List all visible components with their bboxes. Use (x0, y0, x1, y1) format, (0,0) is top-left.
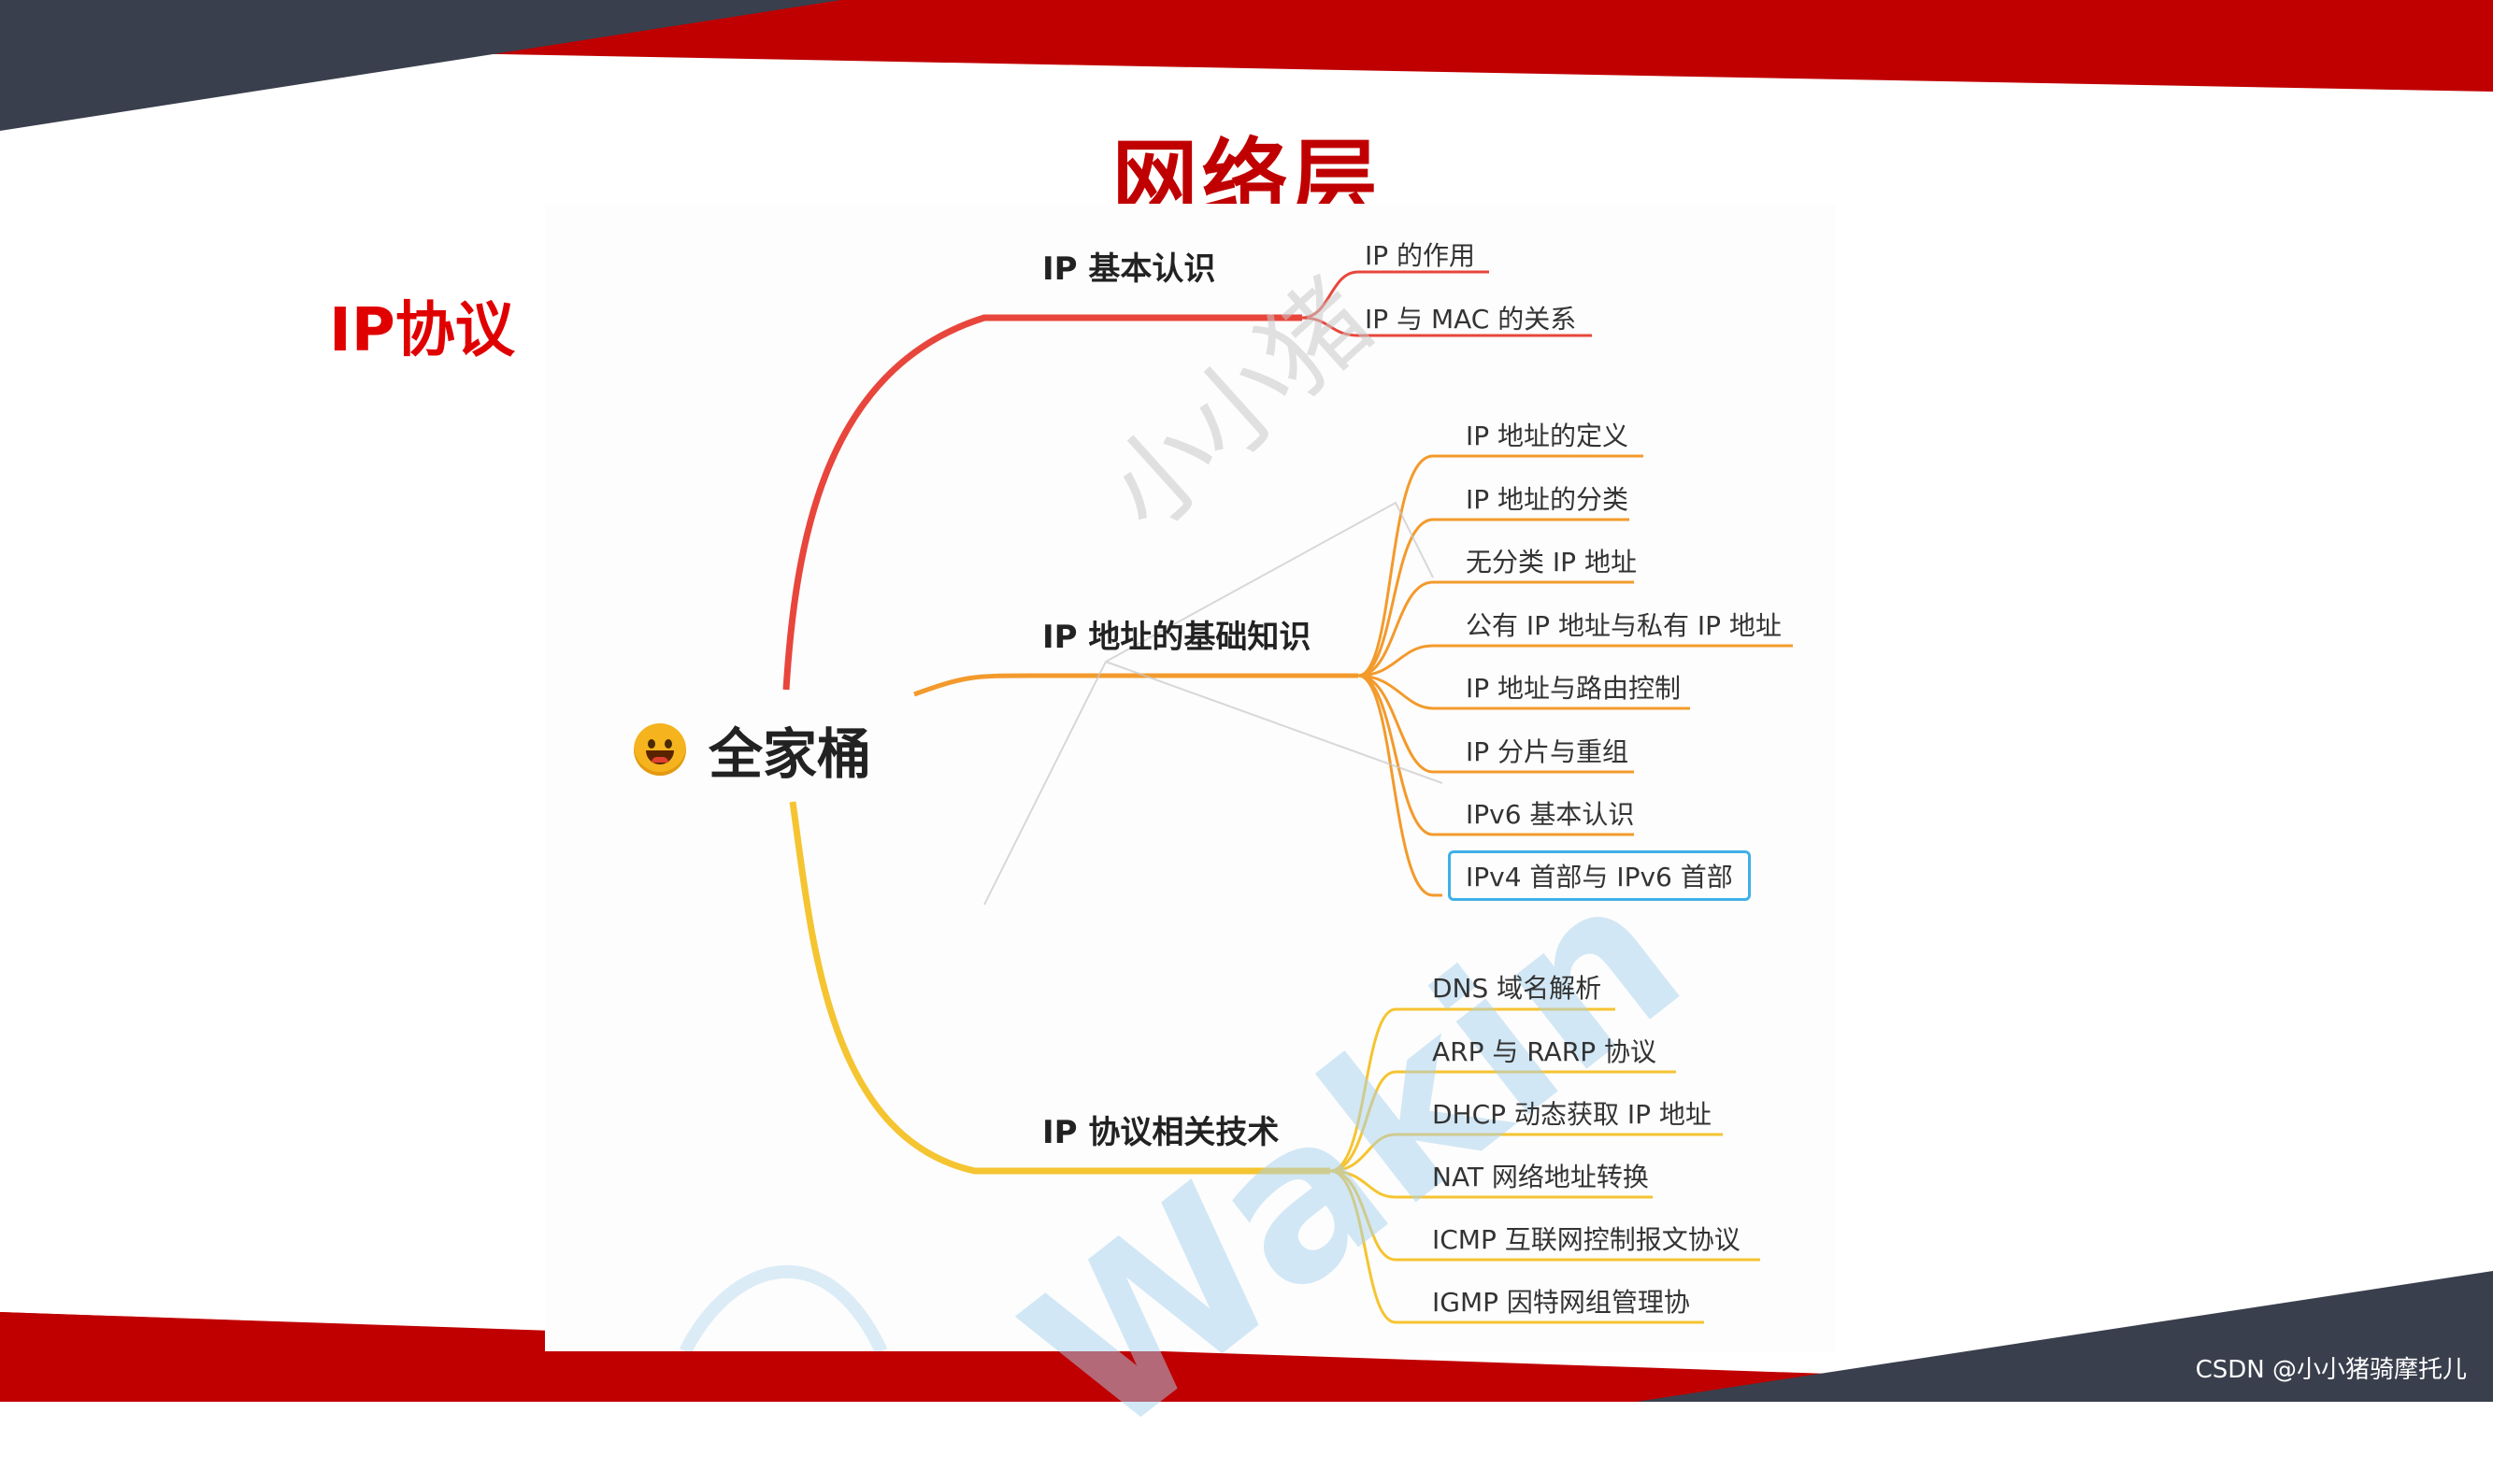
leaf-ip-mac-relation[interactable]: IP 与 MAC 的关系 (1365, 304, 1577, 335)
watermark-swoosh (679, 1264, 888, 1351)
branch3-leaf-connectors (1329, 1007, 1760, 1324)
leaf-arp-rarp[interactable]: ARP 与 RARP 协议 (1432, 1036, 1657, 1067)
leaf-ip-routing[interactable]: IP 地址与路由控制 (1466, 673, 1682, 704)
branch-ip-related-tech[interactable]: IP 协议相关技术 (1042, 1114, 1280, 1151)
leaf-ip-role[interactable]: IP 的作用 (1365, 240, 1476, 271)
leaf-classless-ip[interactable]: 无分类 IP 地址 (1466, 547, 1637, 578)
root-label: 全家桶 (709, 722, 872, 786)
leaf-dhcp[interactable]: DHCP 动态获取 IP 地址 (1432, 1099, 1712, 1130)
leaf-ip-address-classes[interactable]: IP 地址的分类 (1466, 484, 1629, 515)
connector-root-branch3 (789, 801, 1330, 1175)
leaf-ip-address-definition[interactable]: IP 地址的定义 (1466, 421, 1629, 451)
leaf-icmp[interactable]: ICMP 互联网控制报文协议 (1432, 1224, 1741, 1255)
mindmap-connectors (679, 270, 1793, 1351)
watermark-lines (983, 501, 1443, 906)
leaf-public-private-ip[interactable]: 公有 IP 地址与私有 IP 地址 (1466, 610, 1782, 641)
branch1-leaf-connectors (1301, 270, 1592, 337)
leaf-ipv4-ipv6-header[interactable]: IPv4 首部与 IPv6 首部 (1448, 850, 1751, 901)
leaf-ip-fragmentation[interactable]: IP 分片与重组 (1466, 736, 1629, 767)
leaf-nat[interactable]: NAT 网络地址转换 (1432, 1162, 1649, 1192)
section-label: IP协议 (329, 296, 515, 365)
top-dark-band (0, 0, 841, 131)
branch2-leaf-connectors (1357, 454, 1793, 897)
bottom-red-band-2 (0, 1312, 1776, 1402)
grinning-face-icon (634, 723, 686, 776)
mindmap-root[interactable]: 全家桶 (634, 710, 871, 789)
leaf-igmp[interactable]: IGMP 因特网组管理协 (1432, 1287, 1690, 1318)
connector-root-branch1 (782, 314, 1302, 691)
bottom-dark-band (1636, 1271, 2493, 1402)
leaf-dns[interactable]: DNS 域名解析 (1432, 973, 1602, 1004)
leaf-ipv6-basics[interactable]: IPv6 基本认识 (1466, 799, 1635, 830)
mindmap-image: 小小猪 Wakin 全家桶 IP 基本认识 IP 地址的基础知识 IP 协议相关… (545, 204, 1835, 1484)
branch-ip-address-basics[interactable]: IP 地址的基础知识 (1042, 619, 1311, 656)
branch-ip-basics[interactable]: IP 基本认识 (1042, 250, 1216, 288)
connector-root-branch2 (913, 673, 1358, 697)
csdn-credit: CSDN @小小猪骑摩托儿 (2195, 1356, 2467, 1384)
